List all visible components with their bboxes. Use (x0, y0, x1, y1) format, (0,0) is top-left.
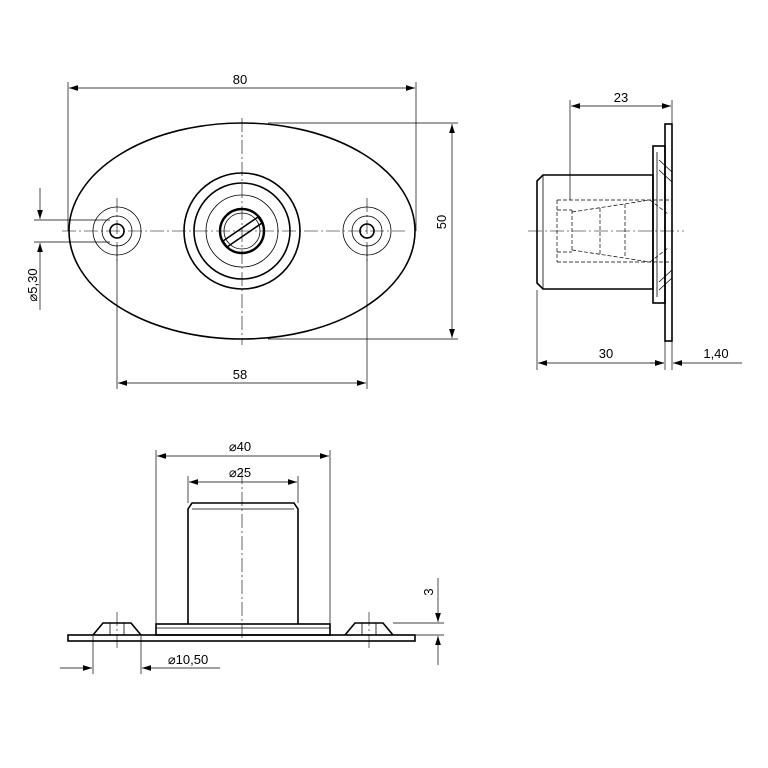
hole-spacing-dimension-label: 58 (233, 367, 247, 382)
hole-diameter-dimension-label: ⌀5,30 (25, 268, 40, 301)
hole-spacing-dimension: 58 (116, 245, 368, 389)
depth-dimension-label: 23 (614, 90, 628, 105)
hole-diameter-dimension: ⌀5,30 (25, 188, 110, 310)
width-dimension: 80 (67, 72, 417, 231)
outer-diameter-dimension-label: ⌀40 (229, 439, 251, 454)
bottom-cylinder (187, 502, 299, 624)
plate-thickness-dimension-label: 1,40 (703, 346, 728, 361)
inner-diameter-dimension: ⌀25 (187, 465, 299, 503)
width-dimension-label: 80 (233, 72, 247, 87)
countersink-diameter-dimension: ⌀10,50 (60, 636, 220, 674)
plate-height-dimension-label: 3 (421, 588, 436, 595)
plate-height-dimension: 3 (393, 578, 444, 665)
bottom-view: ⌀40 ⌀25 3 ⌀10,50 (60, 439, 444, 674)
key-slot (222, 216, 263, 248)
side-hidden-bore (556, 199, 672, 263)
height-dimension-label: 50 (434, 215, 449, 229)
side-cylinder-body (536, 174, 654, 290)
plate-thickness-dimension: 1,40 (650, 341, 742, 370)
outer-diameter-dimension: ⌀40 (155, 439, 331, 624)
height-dimension: 50 (268, 122, 458, 340)
side-view: 23 30 1,40 (528, 90, 742, 370)
depth-dimension: 23 (569, 90, 673, 200)
length-dimension: 30 (536, 290, 666, 370)
inner-diameter-dimension-label: ⌀25 (229, 465, 251, 480)
side-mounting-plate (664, 123, 673, 342)
bottom-base-plate (67, 634, 416, 642)
length-dimension-label: 30 (599, 346, 613, 361)
front-view: 80 50 58 ⌀5,30 (25, 72, 458, 389)
bottom-flange (155, 623, 331, 636)
side-flange (652, 145, 666, 304)
countersink-diameter-dimension-label: ⌀10,50 (168, 652, 208, 667)
